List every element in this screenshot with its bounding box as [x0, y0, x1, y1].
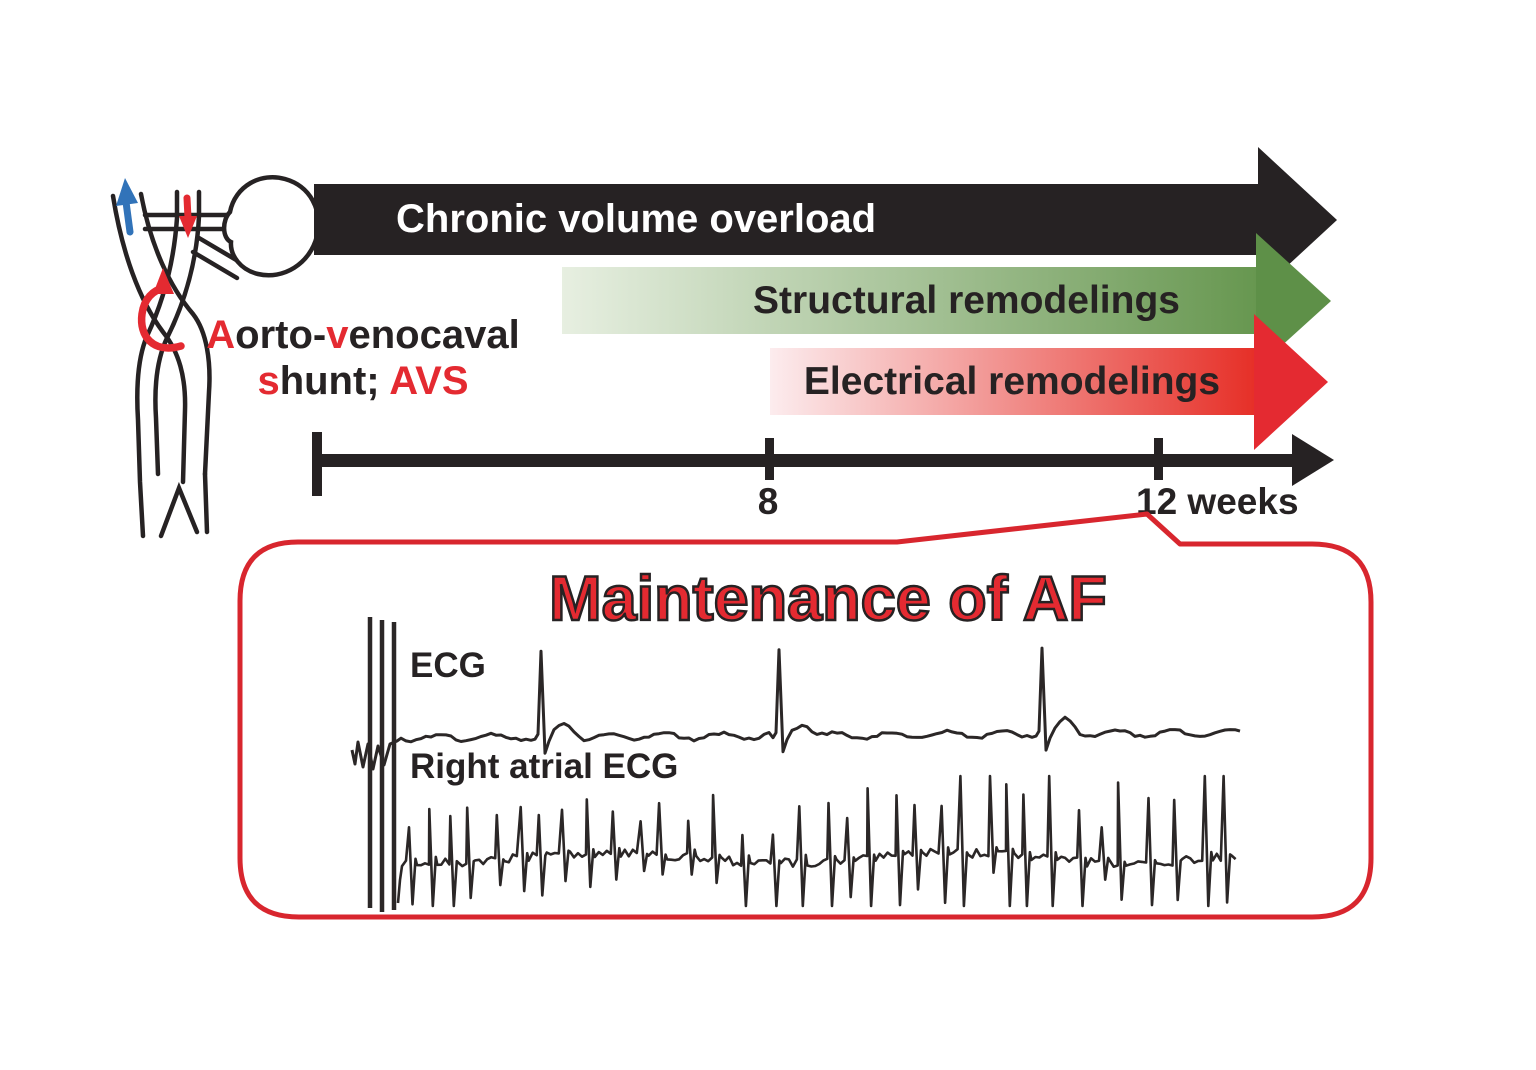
arterial-flow-down-arrow [183, 194, 192, 222]
timeline-start-tick [312, 432, 322, 496]
timeline-label-12-weeks: 12 weeks [1136, 481, 1299, 522]
iliac-bifurcation [158, 481, 200, 539]
caption-hunt: hunt; [279, 359, 390, 403]
chronic-volume-overload-label: Chronic volume overload [396, 197, 877, 241]
iliac-bifurcation [202, 471, 210, 535]
right-atrial-ecg-label: Right atrial ECG [410, 747, 679, 786]
caption-red-s: s [257, 359, 280, 403]
structural-remodelings-label: Structural remodelings [753, 279, 1180, 322]
right-atrial-ecg-trace [396, 774, 1237, 908]
avs-caption-line2: shunt; AVS [175, 358, 551, 404]
timeline-tick-12 [1154, 438, 1163, 480]
caption-red-v: v [326, 313, 349, 357]
caption-enocaval: enocaval [348, 313, 520, 357]
maintenance-of-af-title: Maintenance of AF [548, 563, 1108, 636]
calibration-artifact-lines [367, 617, 397, 912]
avs-anatomy-illustration [110, 174, 321, 539]
timeline-label-8: 8 [757, 481, 779, 522]
avs-caption: Aorto-venocaval shunt; AVS [175, 312, 551, 404]
vena-cava-wall [110, 193, 188, 485]
chronic-volume-overload-arrow: Chronic volume overload [314, 184, 1258, 255]
avs-caption-line1: Aorto-venocaval [175, 312, 551, 358]
electrical-arrowhead [1254, 314, 1328, 450]
flow-arrows [116, 178, 197, 352]
caption-red-a: A [206, 313, 236, 357]
heart-outline [221, 174, 321, 278]
timeline-arrowhead [1292, 434, 1334, 486]
timeline-tick-8 [765, 438, 774, 480]
arterial-flow-down-arrowhead [179, 216, 197, 238]
venous-flow-up-arrowhead [116, 178, 138, 206]
electrical-remodelings-arrow: Electrical remodelings [770, 348, 1254, 415]
aorta-wall [153, 189, 202, 477]
timeline-axis [316, 454, 1292, 467]
structural-remodelings-arrow: Structural remodelings [562, 267, 1256, 334]
ecg-trace [350, 646, 1241, 771]
caption-orto: orto- [235, 313, 327, 357]
shunt-flow-arrowhead [153, 268, 174, 294]
vena-cava-wall [138, 191, 212, 477]
af-callout-box [237, 511, 1374, 920]
ecg-label: ECG [410, 646, 486, 685]
vessel-to-heart-line [190, 249, 240, 281]
venous-flow-up-arrow [122, 198, 134, 236]
electrical-remodelings-label: Electrical remodelings [803, 360, 1221, 403]
caption-red-avs: AVS [389, 359, 469, 403]
